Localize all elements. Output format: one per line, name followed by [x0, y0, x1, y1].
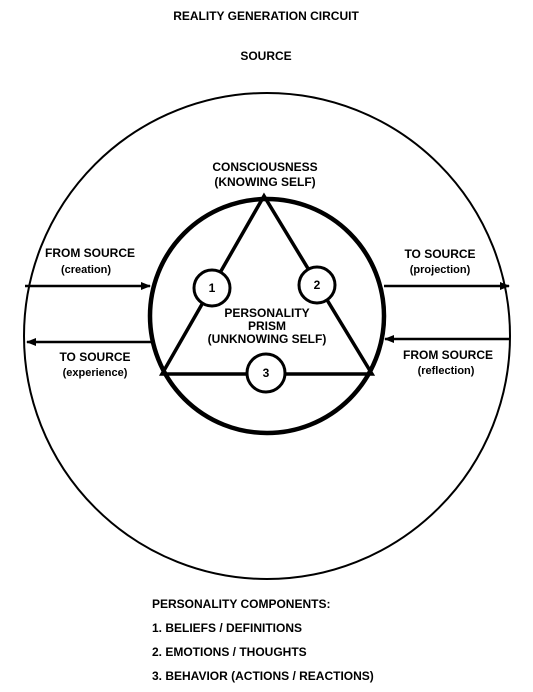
source-label: SOURCE — [240, 49, 291, 63]
from-source-reflection-label: FROM SOURCE — [403, 348, 493, 362]
component-node-1: 1 — [192, 268, 232, 308]
to-source-experience-label: TO SOURCE — [59, 350, 130, 364]
from-source-reflection-sublabel: (reflection) — [418, 365, 475, 377]
node-3-label: 3 — [263, 366, 270, 380]
to-source-experience-sublabel: (experience) — [63, 367, 128, 379]
source-circle — [23, 92, 511, 580]
node-2-label: 2 — [314, 278, 321, 292]
from-source-creation-label: FROM SOURCE — [45, 246, 135, 260]
component-node-2: 2 — [297, 265, 337, 305]
node-1-label: 1 — [209, 281, 216, 295]
legend-item-emotions: 2. EMOTIONS / THOUGHTS — [152, 645, 307, 659]
legend-heading: PERSONALITY COMPONENTS: — [152, 597, 331, 611]
prism-label-line1: PERSONALITY — [224, 306, 309, 320]
from-source-creation-sublabel: (creation) — [61, 264, 111, 276]
prism-label-line3: (UNKNOWING SELF) — [208, 332, 327, 346]
to-source-projection-label: TO SOURCE — [404, 247, 475, 261]
consciousness-sublabel: (KNOWING SELF) — [214, 175, 315, 189]
personality-components-legend: PERSONALITY COMPONENTS: 1. BELIEFS / DEF… — [152, 596, 374, 692]
diagram-title: REALITY GENERATION CIRCUIT — [173, 9, 359, 23]
legend-item-beliefs: 1. BELIEFS / DEFINITIONS — [152, 621, 303, 635]
component-node-3: 3 — [245, 352, 287, 394]
to-source-projection-sublabel: (projection) — [410, 264, 471, 276]
legend-item-behavior: 3. BEHAVIOR (ACTIONS / REACTIONS) — [152, 669, 374, 683]
prism-label-line2: PRISM — [248, 319, 286, 333]
consciousness-label: CONSCIOUSNESS — [212, 160, 317, 174]
